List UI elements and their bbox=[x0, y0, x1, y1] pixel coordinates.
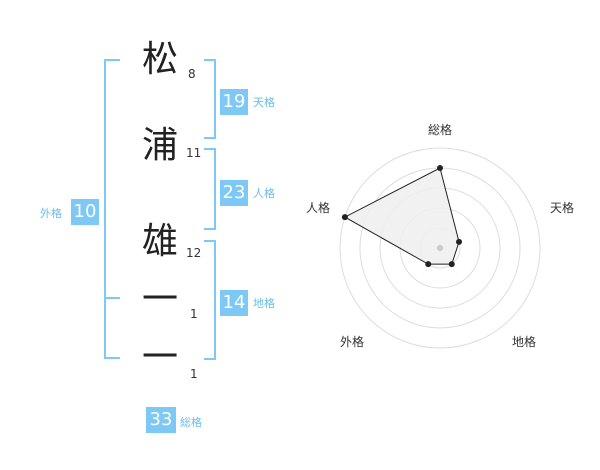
chikaku-value-badge: 14 bbox=[220, 290, 248, 316]
gaikaku-bracket-divider bbox=[104, 297, 120, 299]
radar-grid-ring bbox=[339, 147, 541, 349]
soukaku-label: 総格 bbox=[180, 416, 202, 429]
radar-point-5 bbox=[341, 214, 348, 221]
gaikaku-label: 外格 bbox=[40, 207, 62, 220]
radar-point-1 bbox=[437, 165, 443, 171]
jinkaku-label: 人格 bbox=[253, 187, 275, 200]
radar-axis-label-soukaku: 総格 bbox=[427, 123, 453, 137]
radar-point-4 bbox=[425, 261, 432, 268]
radar-axis-label-chikaku: 地格 bbox=[511, 335, 537, 349]
gaikaku-value-badge: 10 bbox=[71, 199, 99, 225]
tenkaku-value-badge: 19 bbox=[220, 89, 248, 115]
stroke-count-3: 12 bbox=[186, 246, 202, 260]
radar-point-2 bbox=[456, 238, 463, 245]
stroke-count-1: 8 bbox=[188, 67, 196, 81]
jinkaku-value-badge: 23 bbox=[220, 180, 248, 206]
soukaku-value-badge: 33 bbox=[146, 407, 176, 433]
radar-series-polygon bbox=[343, 167, 460, 265]
tenkaku-label: 天格 bbox=[253, 96, 275, 109]
radar-point-3 bbox=[448, 261, 455, 268]
radar-axis-label-gaikaku: 外格 bbox=[339, 335, 365, 349]
name-char-2: 浦 bbox=[141, 125, 178, 166]
stroke-count-4: 1 bbox=[190, 307, 198, 321]
radar-axis-label-tenkaku: 天格 bbox=[549, 201, 575, 215]
stroke-count-2: 11 bbox=[186, 146, 202, 160]
tenkaku-bracket bbox=[204, 59, 216, 139]
chikaku-bracket bbox=[204, 240, 216, 360]
name-char-3: 雄 bbox=[141, 221, 178, 262]
name-char-1: 松 bbox=[141, 39, 178, 80]
radar-center-dot bbox=[437, 245, 443, 251]
name-char-4: 一 bbox=[141, 279, 178, 320]
radar-axis-label-jinkaku: 人格 bbox=[305, 201, 331, 215]
jinkaku-bracket bbox=[204, 148, 216, 230]
chikaku-label: 地格 bbox=[253, 297, 275, 310]
stroke-count-5: 1 bbox=[190, 367, 198, 381]
name-char-5: 一 bbox=[141, 337, 178, 378]
gaikaku-bracket bbox=[104, 59, 120, 359]
